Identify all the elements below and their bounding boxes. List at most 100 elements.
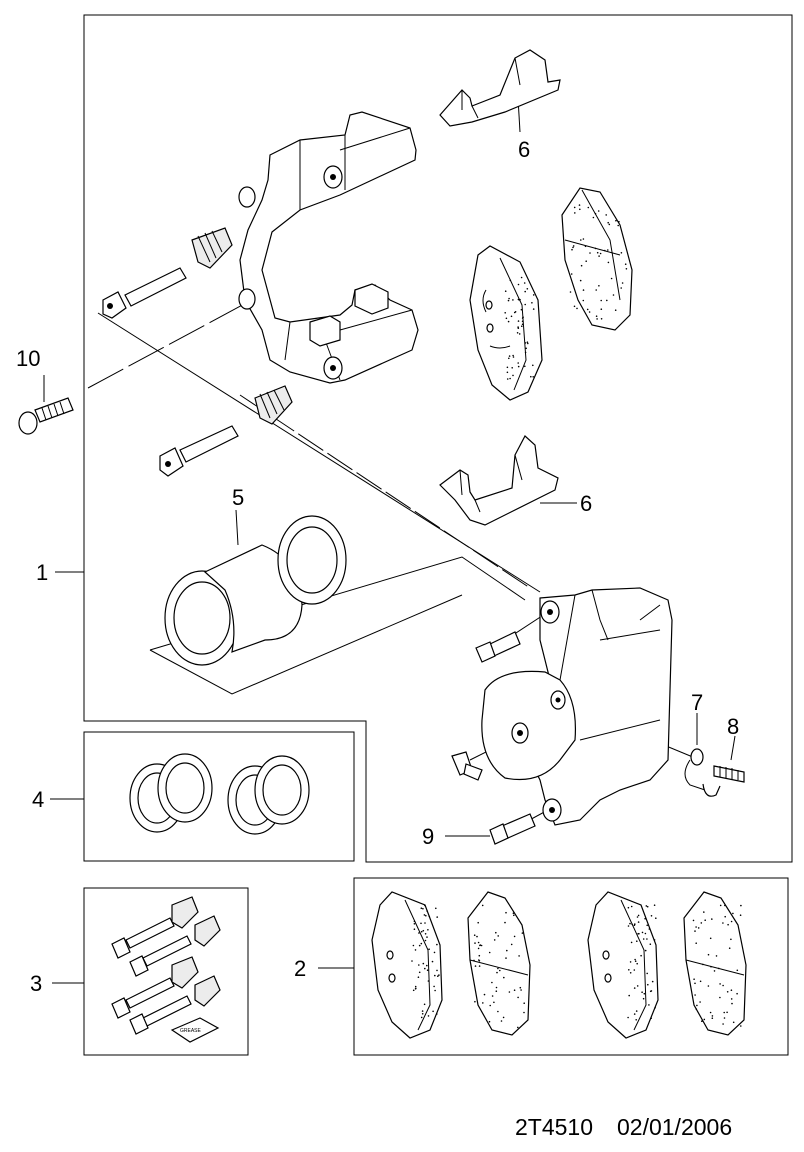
pin-kit-3: GREASE [111, 896, 221, 1043]
friction-speckle [482, 1002, 484, 1004]
friction-speckle [628, 969, 630, 971]
friction-speckle [633, 987, 636, 989]
diagram-date: 02/01/2006 [617, 1114, 732, 1140]
friction-speckle [610, 277, 613, 280]
friction-speckle [709, 1011, 712, 1014]
anti-rattle-clip-lower [439, 435, 559, 526]
friction-speckle [728, 947, 731, 949]
friction-speckle [637, 921, 640, 923]
friction-speckle [694, 994, 696, 996]
friction-speckle [513, 914, 515, 917]
friction-speckle [697, 927, 700, 929]
main-assembly-frame [83, 14, 793, 863]
friction-speckle [605, 214, 607, 216]
friction-speckle [504, 290, 507, 293]
pad-set-frame [353, 877, 789, 1056]
friction-speckle [646, 972, 648, 975]
friction-speckle [420, 930, 423, 933]
friction-speckle [436, 943, 438, 946]
friction-speckle [412, 944, 415, 947]
friction-speckle [711, 1015, 714, 1017]
friction-speckle [519, 986, 522, 989]
friction-speckle [417, 976, 420, 978]
friction-speckle [726, 1011, 728, 1014]
friction-speckle [607, 221, 609, 224]
caliper-bracket [238, 111, 419, 384]
friction-speckle [508, 355, 511, 357]
friction-speckle [636, 985, 639, 987]
friction-speckle [524, 342, 527, 344]
friction-speckle [513, 989, 516, 991]
friction-speckle [524, 365, 526, 368]
friction-speckle [436, 916, 439, 918]
friction-speckle [415, 987, 417, 990]
friction-speckle [574, 212, 576, 214]
friction-speckle [709, 937, 712, 940]
friction-speckle [511, 367, 513, 369]
friction-speckle [629, 922, 631, 925]
friction-speckle [420, 907, 423, 909]
friction-speckle [582, 238, 585, 240]
callout-10: 10 [16, 346, 40, 371]
friction-speckle [740, 1025, 742, 1027]
friction-speckle [634, 923, 636, 925]
friction-speckle [527, 342, 529, 345]
friction-speckle [646, 938, 648, 940]
friction-speckle [703, 911, 705, 913]
callout-1: 1 [36, 560, 48, 585]
friction-speckle [483, 993, 486, 996]
friction-speckle [495, 931, 497, 934]
friction-speckle [526, 341, 529, 344]
callout-3: 3 [30, 971, 42, 996]
friction-speckle [504, 921, 506, 924]
friction-speckle [702, 963, 704, 966]
friction-speckle [636, 962, 638, 965]
friction-speckle [578, 204, 581, 206]
friction-speckle [524, 303, 526, 306]
friction-speckle [426, 936, 428, 938]
friction-speckle [491, 981, 493, 984]
seal-kit-frame [83, 731, 355, 862]
friction-speckle [636, 916, 639, 918]
friction-speckle [421, 1010, 424, 1012]
friction-speckle [580, 239, 582, 241]
friction-speckle [589, 252, 591, 254]
friction-speckle [509, 279, 512, 282]
friction-speckle [703, 1018, 706, 1021]
friction-speckle [517, 320, 520, 322]
friction-speckle [694, 930, 696, 932]
friction-speckle [433, 951, 436, 954]
friction-speckle [508, 297, 510, 300]
friction-speckle [585, 260, 587, 263]
friction-speckle [420, 922, 422, 925]
friction-speckle [521, 320, 524, 323]
friction-speckle [503, 976, 505, 979]
friction-speckle [644, 917, 646, 920]
friction-speckle [726, 991, 729, 993]
friction-speckle [711, 918, 713, 920]
friction-speckle [723, 1011, 725, 1014]
friction-speckle [474, 965, 477, 967]
friction-speckle [607, 261, 610, 264]
friction-speckle [740, 904, 742, 907]
friction-speckle [624, 263, 627, 266]
friction-speckle [505, 317, 508, 320]
friction-speckle [500, 1020, 503, 1022]
friction-speckle [426, 964, 428, 967]
callout-7: 7 [691, 690, 703, 715]
friction-speckle [432, 1010, 434, 1013]
callout-9: 9 [422, 824, 434, 849]
friction-speckle [507, 299, 510, 302]
friction-speckle [739, 914, 742, 916]
friction-speckle [493, 939, 496, 941]
friction-speckle [719, 904, 722, 907]
friction-speckle [635, 1010, 638, 1012]
friction-speckle [521, 325, 523, 328]
friction-speckle [627, 906, 630, 909]
friction-speckle [637, 914, 640, 917]
friction-speckle [418, 932, 420, 934]
friction-speckle [476, 935, 478, 938]
friction-speckle [572, 246, 574, 249]
friction-speckle [722, 922, 724, 924]
friction-speckle [517, 362, 519, 364]
